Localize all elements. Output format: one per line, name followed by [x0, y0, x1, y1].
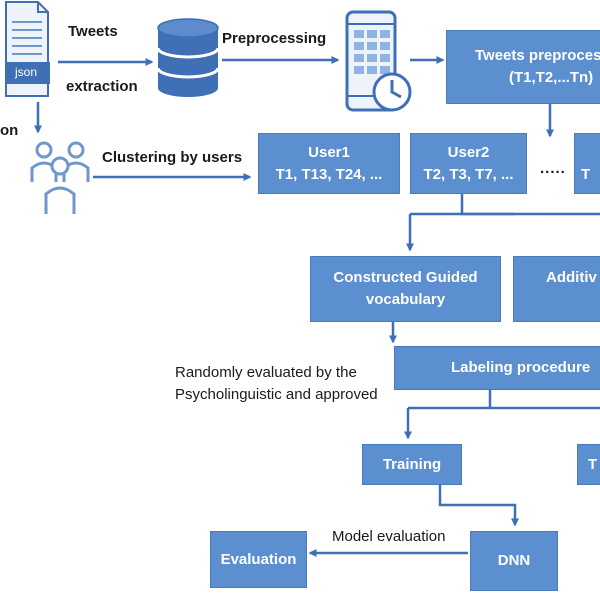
evaluation-label: Evaluation	[220, 550, 297, 568]
partial-left-label: on	[0, 122, 19, 139]
json-file-label: json	[15, 65, 38, 79]
test-partial-box: T	[577, 444, 600, 485]
user-partial-title: T	[581, 165, 591, 183]
user2-title: User2	[447, 143, 490, 161]
ellipsis-label: .....	[540, 160, 566, 177]
labeling-procedure-box: Labeling procedure	[394, 346, 600, 390]
arrow-training-to-dnn	[438, 485, 519, 527]
additive-label: Additiv	[546, 269, 597, 286]
preprocessing-label: Preprocessing	[222, 30, 327, 47]
tweets-label: Tweets	[68, 23, 118, 40]
extraction-label: extraction	[66, 78, 138, 95]
tweets-preprocessed-range: (T1,T2,...Tn)	[509, 69, 594, 86]
training-box: Training	[362, 444, 462, 485]
user1-box: User1 T1, T13, T24, ...	[258, 133, 400, 194]
user-partial-box: T	[574, 133, 600, 194]
test-partial-label: T	[588, 455, 598, 473]
training-label: Training	[382, 455, 442, 473]
labeling-procedure-label: Labeling procedure	[451, 359, 591, 377]
clustering-label: Clustering by users	[102, 149, 243, 166]
model-evaluation-label: Model evaluation	[332, 528, 446, 545]
randomly-evaluated-label: Randomly evaluated by the	[175, 364, 357, 381]
guided-vocabulary-box: Constructed Guided vocabulary	[310, 256, 501, 322]
dnn-label: DNN	[497, 552, 531, 570]
evaluation-box: Evaluation	[210, 531, 307, 588]
dnn-box: DNN	[470, 531, 558, 591]
tweets-preprocessed-title: Tweets preproces	[475, 47, 600, 65]
user1-tweets: T1, T13, T24, ...	[275, 165, 383, 183]
tweets-preprocessed-box: Tweets preproces (T1,T2,...Tn)	[446, 30, 600, 104]
guided-vocabulary-line2: vocabulary	[365, 291, 446, 308]
additive-box: Additiv	[513, 256, 600, 322]
guided-vocabulary-line1: Constructed Guided	[333, 269, 478, 287]
user2-tweets: T2, T3, T7, ...	[423, 165, 514, 183]
user1-title: User1	[308, 143, 350, 161]
user2-box: User2 T2, T3, T7, ...	[410, 133, 527, 194]
psycholinguistic-label: Psycholinguistic and approved	[175, 386, 378, 403]
